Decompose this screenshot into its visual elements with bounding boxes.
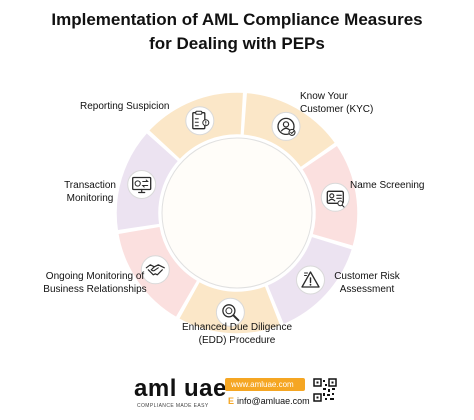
magnifier-icon (215, 297, 245, 327)
step-label-name-screening: Name Screening (350, 180, 425, 191)
kyc-user-icon (271, 111, 301, 141)
step-label-edd: Enhanced Due Diligence(EDD) Procedure (181, 322, 293, 346)
brand-tagline: COMPLIANCE MADE EASY (137, 403, 209, 409)
step-label-reporting: Reporting Suspicion (80, 101, 170, 112)
report-clipboard-icon (185, 106, 215, 136)
title-line-2: for Dealing with PEPs (149, 34, 325, 53)
handshake-icon (140, 255, 170, 285)
website-link[interactable]: www.amluae.com (225, 378, 305, 391)
wheel-center (161, 137, 313, 289)
email-address: info@amluae.com (237, 396, 310, 406)
warning-triangle-icon (296, 265, 325, 295)
email-prefix: E (228, 396, 235, 406)
id-card-icon (320, 182, 350, 212)
monitor-exchange-icon (127, 170, 157, 199)
brand-logo: aml uae (134, 375, 227, 402)
qr-code-icon (313, 378, 337, 402)
diagram-title: Implementation of AML Compliance Measure… (0, 8, 474, 56)
title-line-1: Implementation of AML Compliance Measure… (51, 10, 423, 29)
